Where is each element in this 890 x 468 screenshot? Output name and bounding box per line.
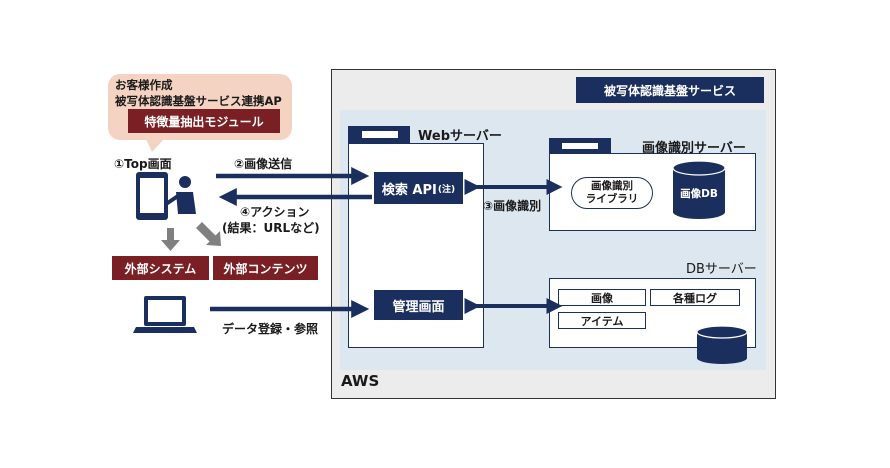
feature-extract-module: 特徴量抽出モジュール [128,109,280,133]
search-api-label: 検索 API [381,182,437,198]
image-library-line2: ライブラリ [585,193,639,205]
aws-label: AWS [341,372,380,390]
external-contents: 外部コンテンツ [213,256,318,280]
image-server-title: 画像識別サーバー [642,141,746,156]
identify-label: ③画像識別 [483,199,542,213]
db-server-title: DBサーバー [686,262,757,277]
send-image-label: ②画像送信 [234,157,293,171]
customer-line2: 被写体認識基盤サービス連携AP [115,94,282,108]
image-library: 画像識別 ライブラリ [571,177,653,209]
external-system: 外部システム [112,256,209,280]
db-item-image: 画像 [558,289,646,306]
db-item-logs: 各種ログ [650,289,740,306]
web-server-title: Webサーバー [418,129,502,144]
smartphone-user-icon [136,172,196,220]
image-server-titlebar-bar [562,143,598,149]
admin-screen-box: 管理画面 [374,290,463,320]
action-result-label: (結果：URLなど) [222,221,320,235]
search-api-note: (注) [437,184,456,195]
service-title: 被写体認識基盤サービス [576,77,764,103]
search-api-box: 検索 API (注) [374,172,463,204]
customer-line1: お客様作成 [115,78,173,92]
image-db-label: 画像DB [680,188,718,200]
top-screen-label: ①Top画面 [114,157,172,171]
action-label: ④アクション [240,205,310,219]
web-server-titlebar-bar [362,131,398,138]
image-library-line1: 画像識別 [591,180,633,192]
db-item-items: アイテム [558,312,646,329]
gray-arrows [161,222,221,251]
laptop-icon [133,296,197,333]
data-register-label: データ登録・参照 [222,322,319,336]
